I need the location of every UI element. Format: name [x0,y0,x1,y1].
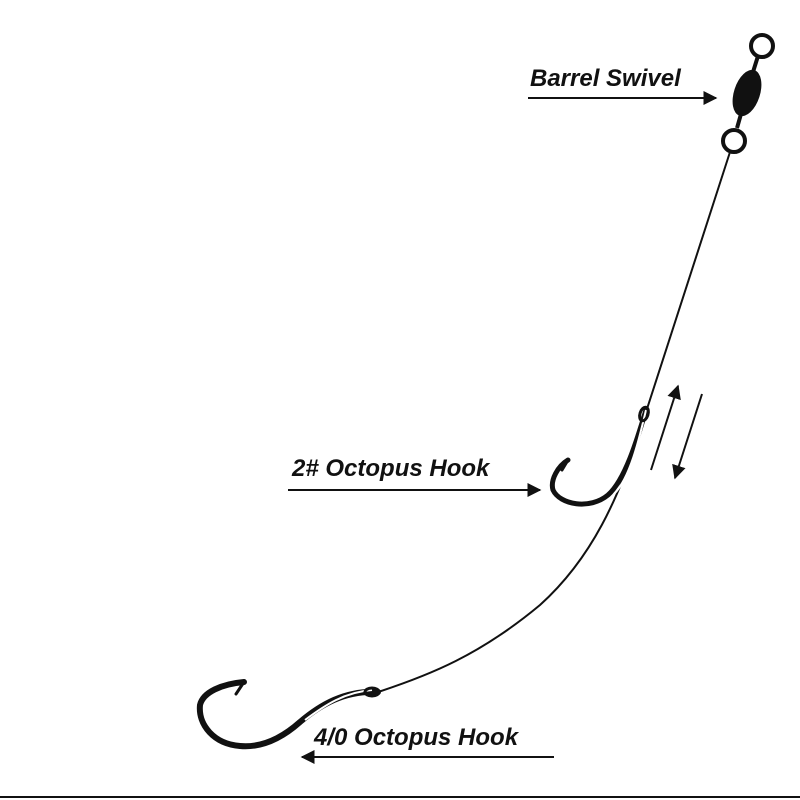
slide-arrows [650,384,703,480]
barrel-swivel-label: Barrel Swivel [530,65,681,92]
leader-line-lower [377,411,647,693]
swivel-barrel [732,69,762,117]
slide-arrow-down [672,393,703,480]
small-hook-label: 2# Octopus Hook [292,455,490,482]
swivel-bottom-ring [721,128,747,154]
small-hook-barb [560,458,570,472]
small-hook-shank [549,407,649,507]
swivel-bottom-wire [735,113,743,129]
large-hook-shank [196,679,381,750]
large-octopus-hook [196,679,381,750]
large-hook-label: 4/0 Octopus Hook [314,724,519,751]
large-hook-eye [363,686,381,698]
large-hook-barb [234,680,246,696]
swivel-top-wire [751,55,760,73]
leader-line-upper [645,151,731,413]
small-hook-eye [638,405,650,423]
small-octopus-hook [549,405,650,507]
swivel-top-ring [749,33,775,59]
slide-arrow-up [650,384,681,471]
barrel-swivel [721,33,775,154]
